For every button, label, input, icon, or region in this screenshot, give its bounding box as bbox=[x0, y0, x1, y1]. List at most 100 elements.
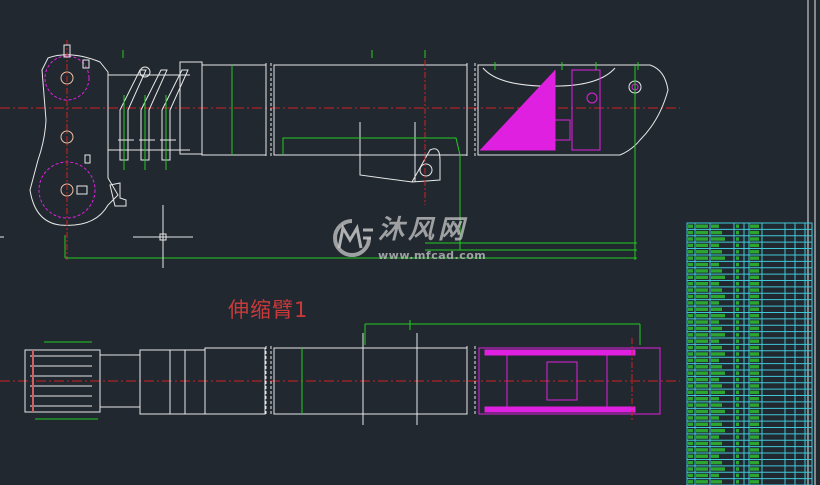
parts-table-cell-text bbox=[750, 397, 759, 401]
parts-table-cell-text bbox=[696, 467, 708, 471]
parts-table-cell-text bbox=[750, 435, 759, 439]
parts-table-cell-text bbox=[688, 282, 693, 286]
parts-table-cell-text bbox=[750, 422, 759, 426]
parts-table-cell-text bbox=[696, 441, 708, 446]
parts-table-cell-text bbox=[736, 460, 739, 465]
parts-table-cell-text bbox=[736, 428, 739, 433]
parts-table-cell-text bbox=[688, 250, 693, 254]
plan-link-box bbox=[139, 349, 171, 415]
middle-pin bbox=[60, 130, 74, 144]
parts-table-cell-text bbox=[688, 473, 693, 478]
parts-table-cell-text bbox=[696, 262, 708, 267]
parts-table-cell-text bbox=[688, 326, 693, 331]
parts-table-cell-text bbox=[711, 365, 722, 369]
cursor-pickbox bbox=[159, 233, 167, 241]
parts-table-cell-text bbox=[736, 307, 739, 311]
parts-table-cell-text bbox=[696, 428, 708, 433]
parts-table-cell-text bbox=[696, 243, 708, 248]
parts-table-cell-text bbox=[736, 262, 739, 267]
parts-table-cell-text bbox=[688, 333, 693, 337]
parts-table-cell-text bbox=[750, 237, 759, 241]
parts-table-cell-text bbox=[736, 243, 739, 248]
parts-table-cell-text bbox=[750, 390, 759, 395]
parts-table-cell-text bbox=[688, 358, 693, 363]
label-box bbox=[82, 59, 90, 69]
head-inner-frame bbox=[571, 69, 601, 151]
parts-table-cell-text bbox=[736, 237, 739, 241]
parts-table-cell-text bbox=[736, 377, 739, 382]
parts-table-cell-text bbox=[711, 224, 719, 228]
parts-table-cell-text bbox=[688, 269, 693, 273]
parts-table-cell-text bbox=[736, 422, 739, 426]
parts-table-cell-text bbox=[688, 384, 693, 388]
parts-table-cell-text bbox=[750, 409, 759, 414]
parts-table-cell-text bbox=[750, 473, 759, 478]
parts-table-cell-text bbox=[711, 377, 719, 382]
label-box bbox=[76, 185, 88, 195]
parts-table-cell-text bbox=[696, 301, 708, 305]
parts-table-cell-text bbox=[711, 307, 722, 311]
parts-table-cell-text bbox=[688, 467, 693, 471]
parts-table-cell-text bbox=[711, 250, 722, 254]
parts-table-cell-text bbox=[696, 448, 708, 452]
boom-section-1 bbox=[201, 64, 267, 156]
parts-table-cell-text bbox=[711, 454, 719, 458]
parts-table-cell-text bbox=[696, 256, 708, 260]
parts-table-cell-text bbox=[711, 409, 725, 414]
parts-table-cell-text bbox=[688, 390, 693, 395]
parts-table-cell-text bbox=[688, 403, 693, 407]
parts-table-cell-text bbox=[736, 397, 739, 401]
parts-table-cell-text bbox=[750, 384, 759, 388]
parts-table-cell-text bbox=[711, 301, 719, 305]
parts-table-cell-text bbox=[696, 313, 708, 318]
parts-table-cell-text bbox=[750, 294, 759, 299]
parts-table-cell-text bbox=[696, 230, 708, 235]
parts-table-cell-text bbox=[750, 333, 759, 337]
parts-table-cell-text bbox=[750, 288, 759, 292]
parts-table-cell-text bbox=[696, 358, 708, 363]
parts-table-cell-text bbox=[736, 384, 739, 388]
parts-table-cell-text bbox=[696, 397, 708, 401]
parts-table-cell-text bbox=[736, 448, 739, 452]
parts-table-cell-text bbox=[696, 365, 708, 369]
inner-dimension bbox=[282, 137, 461, 156]
parts-table-cell-text bbox=[711, 294, 725, 299]
parts-table-cell-text bbox=[688, 307, 693, 311]
parts-table-cell-text bbox=[688, 371, 693, 375]
parts-table-cell-text bbox=[736, 441, 739, 446]
parts-table-cell-text bbox=[711, 256, 725, 260]
plan-collar bbox=[169, 349, 186, 415]
parts-table-cell-text bbox=[696, 237, 708, 241]
parts-table-cell-text bbox=[688, 288, 693, 292]
parts-table-cell-text bbox=[711, 326, 722, 331]
parts-table-cell-text bbox=[711, 243, 719, 248]
label-box bbox=[84, 154, 91, 164]
parts-table-cell-text bbox=[736, 409, 739, 414]
parts-table-cell-text bbox=[688, 275, 693, 280]
watermark: 沐风网 www.mfcad.com bbox=[330, 214, 500, 264]
parts-table-cell-text bbox=[736, 320, 739, 324]
watermark-url: www.mfcad.com bbox=[378, 249, 487, 262]
parts-table-cell-text bbox=[711, 428, 725, 433]
watermark-logo-icon bbox=[333, 219, 373, 257]
parts-table-cell-text bbox=[750, 250, 759, 254]
parts-table-cell-text bbox=[750, 301, 759, 305]
parts-table-cell-text bbox=[696, 307, 708, 311]
magenta-pin bbox=[586, 92, 598, 104]
sheave-circle bbox=[139, 66, 151, 78]
parts-table-cell-text bbox=[711, 333, 725, 337]
parts-table-cell-text bbox=[750, 339, 759, 343]
parts-table-cell-text bbox=[711, 416, 719, 420]
parts-table-cell-text bbox=[688, 230, 693, 235]
parts-table-cell-text bbox=[696, 473, 708, 478]
parts-table-cell-text bbox=[688, 409, 693, 414]
parts-table-cell-text bbox=[696, 371, 708, 375]
parts-table-cell-text bbox=[750, 230, 759, 235]
parts-table-cell-text bbox=[750, 441, 759, 446]
parts-table-cell-text bbox=[736, 345, 739, 350]
parts-table-cell-text bbox=[736, 339, 739, 343]
parts-table-cell-text bbox=[696, 460, 708, 465]
head-plate-magenta bbox=[480, 70, 556, 151]
parts-table-cell-text bbox=[696, 390, 708, 395]
parts-table-cell-text bbox=[711, 358, 719, 363]
